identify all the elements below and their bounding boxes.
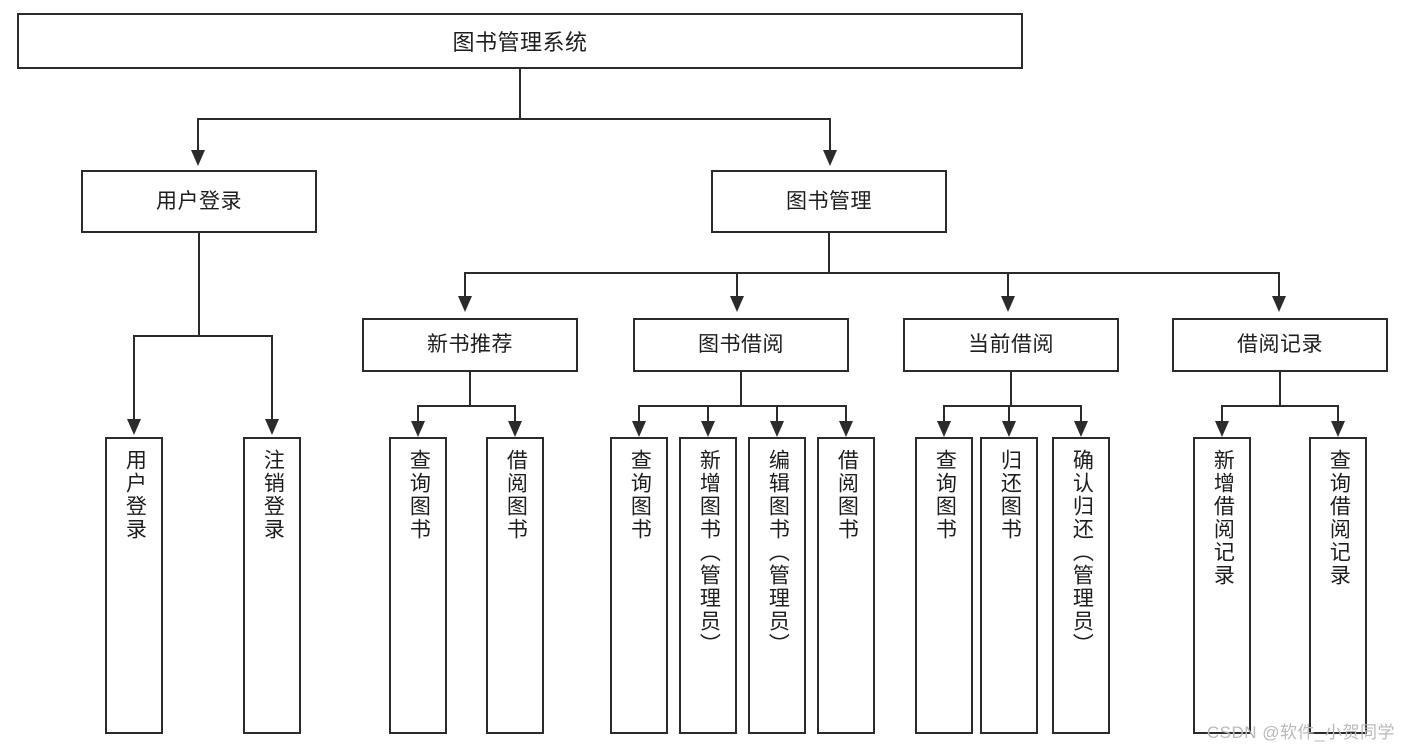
node-leaf-query-book-3[interactable]: 查询图书 xyxy=(915,437,973,734)
arrowhead-user-login xyxy=(191,150,205,166)
node-label: 借阅图书 xyxy=(504,449,528,541)
node-label: 借阅记录 xyxy=(1237,333,1323,357)
arrowhead-leaf-add-record xyxy=(1215,421,1229,437)
connector-new-book-recommend-stem xyxy=(469,372,471,405)
connector-to-current-borrow xyxy=(1007,272,1009,298)
connector-user-login-stem xyxy=(198,233,200,335)
connector-nbr-leaf1 xyxy=(417,405,419,423)
arrowhead-leaf-query-book-3 xyxy=(937,421,951,437)
connector-current-borrow-bar xyxy=(943,405,1082,407)
node-leaf-user-login[interactable]: 用户登录 xyxy=(105,437,163,734)
node-root-system[interactable]: 图书管理系统 xyxy=(17,13,1023,69)
node-label: 查询图书 xyxy=(933,449,957,541)
connector-root-stem xyxy=(519,69,521,118)
node-borrow-record[interactable]: 借阅记录 xyxy=(1172,318,1388,372)
node-leaf-edit-book[interactable]: 编辑图书（管理员） xyxy=(748,437,806,734)
node-label: 查询借阅记录 xyxy=(1327,449,1351,587)
connector-to-book-borrow xyxy=(736,272,738,298)
node-book-manage[interactable]: 图书管理 xyxy=(711,170,947,233)
node-leaf-logout[interactable]: 注销登录 xyxy=(243,437,301,734)
node-leaf-confirm-return[interactable]: 确认归还（管理员） xyxy=(1052,437,1110,734)
connector-bb-leaf1 xyxy=(638,405,640,423)
node-label: 归还图书 xyxy=(998,449,1022,541)
arrowhead-leaf-borrow-book-1 xyxy=(508,421,522,437)
node-new-book-recommend[interactable]: 新书推荐 xyxy=(362,318,578,372)
connector-user-login-left xyxy=(133,335,135,421)
arrowhead-leaf-edit-book xyxy=(770,421,784,437)
node-label: 图书管理系统 xyxy=(452,30,588,55)
node-leaf-add-book[interactable]: 新增图书（管理员） xyxy=(679,437,737,734)
connector-br-leaf2 xyxy=(1337,405,1339,423)
connector-new-book-recommend-bar xyxy=(417,405,516,407)
node-leaf-query-record[interactable]: 查询借阅记录 xyxy=(1309,437,1367,734)
connector-root-to-user-login xyxy=(197,118,199,152)
node-leaf-query-book-2[interactable]: 查询图书 xyxy=(610,437,668,734)
node-leaf-query-book-1[interactable]: 查询图书 xyxy=(389,437,447,734)
node-leaf-borrow-book-2[interactable]: 借阅图书 xyxy=(817,437,875,734)
connector-br-leaf1 xyxy=(1221,405,1223,423)
node-label: 新书推荐 xyxy=(427,333,513,357)
connector-root-to-book-manage xyxy=(829,118,831,152)
connector-root-bar xyxy=(197,118,831,120)
connector-current-borrow-stem xyxy=(1010,372,1012,405)
arrowhead-leaf-return-book xyxy=(1002,421,1016,437)
arrowhead-book-borrow xyxy=(730,296,744,312)
arrowhead-new-book-recommend xyxy=(458,296,472,312)
node-label: 确认归还（管理员） xyxy=(1070,449,1094,656)
node-label: 用户登录 xyxy=(123,449,147,541)
connector-bb-leaf2 xyxy=(707,405,709,423)
node-label: 查询图书 xyxy=(628,449,652,541)
connector-book-manage-stem xyxy=(828,233,830,272)
connector-borrow-record-bar xyxy=(1221,405,1339,407)
arrowhead-leaf-confirm-return xyxy=(1074,421,1088,437)
node-label: 当前借阅 xyxy=(968,333,1054,357)
node-current-borrow[interactable]: 当前借阅 xyxy=(903,318,1119,372)
node-label: 借阅图书 xyxy=(835,449,859,541)
arrowhead-leaf-logout xyxy=(265,419,279,435)
node-label: 查询图书 xyxy=(407,449,431,541)
arrowhead-current-borrow xyxy=(1001,296,1015,312)
arrowhead-leaf-add-book xyxy=(701,421,715,437)
node-leaf-borrow-book-1[interactable]: 借阅图书 xyxy=(486,437,544,734)
node-book-borrow[interactable]: 图书借阅 xyxy=(633,318,849,372)
connector-borrow-record-stem xyxy=(1279,372,1281,405)
connector-cb-leaf2 xyxy=(1008,405,1010,423)
connector-book-borrow-stem xyxy=(740,372,742,405)
connector-cb-leaf3 xyxy=(1080,405,1082,423)
arrowhead-leaf-query-record xyxy=(1331,421,1345,437)
arrowhead-leaf-query-book-2 xyxy=(632,421,646,437)
connector-book-manage-bar xyxy=(464,272,1280,274)
arrowhead-leaf-user-login xyxy=(127,419,141,435)
node-label: 用户登录 xyxy=(156,189,242,213)
connector-cb-leaf1 xyxy=(943,405,945,423)
node-leaf-add-record[interactable]: 新增借阅记录 xyxy=(1193,437,1251,734)
node-label: 编辑图书（管理员） xyxy=(766,449,790,656)
connector-book-borrow-bar xyxy=(638,405,847,407)
arrowhead-book-manage xyxy=(823,150,837,166)
node-user-login[interactable]: 用户登录 xyxy=(81,170,317,233)
arrowhead-borrow-record xyxy=(1272,296,1286,312)
connector-nbr-leaf2 xyxy=(514,405,516,423)
connector-to-borrow-record xyxy=(1278,272,1280,298)
node-label: 图书借阅 xyxy=(698,333,784,357)
node-label: 新增图书（管理员） xyxy=(697,449,721,656)
watermark-text: CSDN @软件_小贺同学 xyxy=(1206,723,1395,742)
connector-to-new-book-recommend xyxy=(464,272,466,298)
connector-user-login-bar xyxy=(133,335,273,337)
connector-user-login-right xyxy=(271,335,273,421)
connector-bb-leaf4 xyxy=(845,405,847,423)
arrowhead-leaf-borrow-book-2 xyxy=(839,421,853,437)
node-label: 图书管理 xyxy=(786,189,872,213)
node-label: 注销登录 xyxy=(261,449,285,541)
arrowhead-leaf-query-book-1 xyxy=(411,421,425,437)
node-leaf-return-book[interactable]: 归还图书 xyxy=(980,437,1038,734)
node-label: 新增借阅记录 xyxy=(1211,449,1235,587)
connector-bb-leaf3 xyxy=(776,405,778,423)
